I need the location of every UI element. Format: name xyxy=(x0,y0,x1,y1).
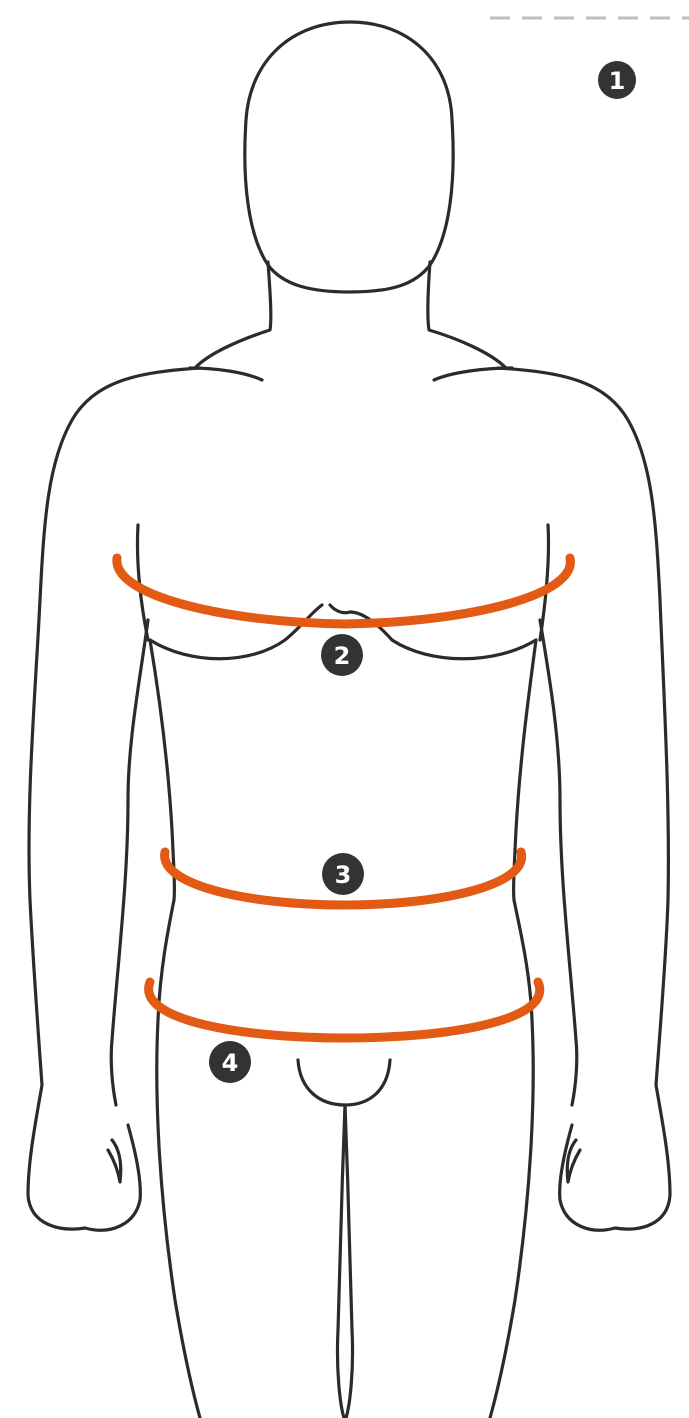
marker-3-badge: 3 xyxy=(322,853,364,895)
marker-4-label: 4 xyxy=(222,1049,239,1077)
torso-left-side xyxy=(150,640,200,1418)
right-underarm xyxy=(540,525,549,640)
right-arm-inner xyxy=(540,620,577,1105)
chest-center xyxy=(330,605,350,613)
neck-left xyxy=(195,262,271,368)
left-arm-inner xyxy=(111,620,148,1105)
marker-2-label: 2 xyxy=(334,642,351,670)
body-outline xyxy=(28,22,670,1418)
marker-4-badge: 4 xyxy=(209,1041,251,1083)
crotch xyxy=(298,1060,390,1105)
inner-legs xyxy=(337,1105,352,1418)
marker-2-badge: 2 xyxy=(321,634,363,676)
right-thumb xyxy=(567,1140,580,1182)
neck-right xyxy=(428,262,506,368)
marker-3-label: 3 xyxy=(335,861,352,889)
collarbone-left xyxy=(190,368,262,380)
torso-right-side xyxy=(490,640,536,1418)
hip-measure-band xyxy=(149,982,540,1038)
collarbone-right xyxy=(434,368,512,380)
right-arm-outer xyxy=(498,368,670,1230)
head-outline xyxy=(245,22,453,292)
left-thumb xyxy=(108,1140,121,1182)
marker-1-badge: 1 xyxy=(598,61,636,99)
marker-1-label: 1 xyxy=(609,67,626,95)
